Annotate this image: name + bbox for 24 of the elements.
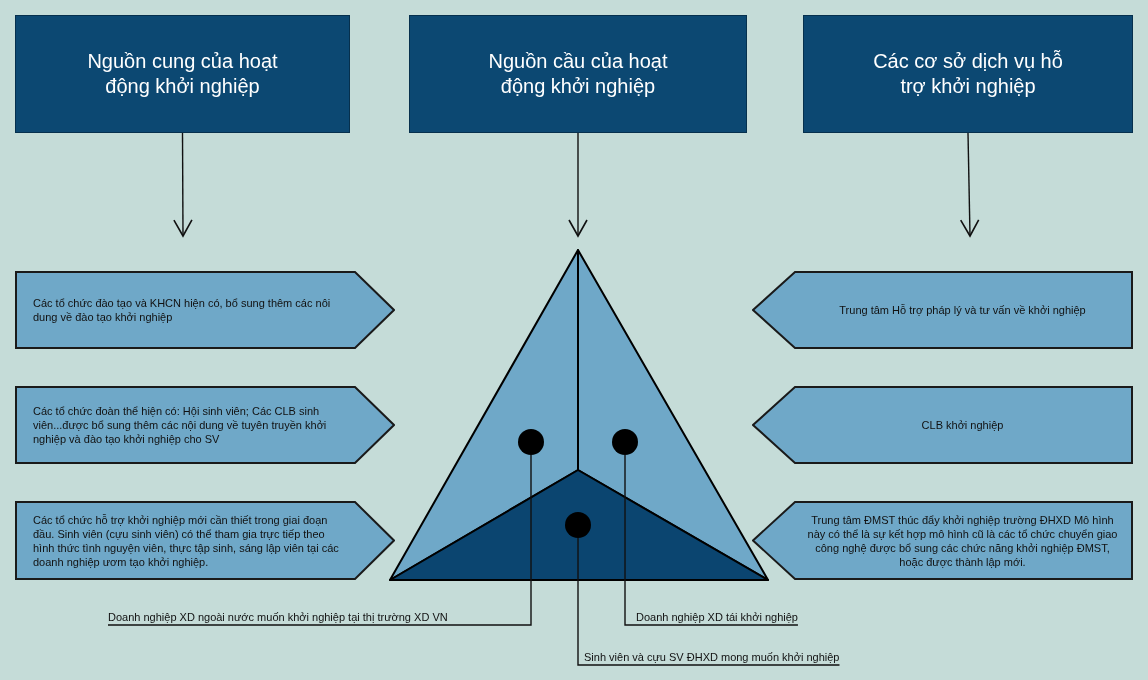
- leader-line: [624, 454, 799, 626]
- leader-label: Doanh nghiệp XD tái khởi nghiệp: [636, 610, 798, 625]
- leader-line: [107, 454, 532, 626]
- leader-label: Doanh nghiệp XD ngoài nước muốn khởi nghiệp tại thị trường XD VN: [108, 610, 448, 625]
- header-box: Nguồn cung của hoạt động khởi nghiệp: [15, 15, 350, 133]
- pointer-box: [752, 501, 1133, 580]
- header-box: Các cơ sở dịch vụ hỗ trợ khởi nghiệp: [803, 15, 1133, 133]
- pointer-box: [752, 386, 1133, 464]
- box-text: Trung tâm Hỗ trợ pháp lý và tư vấn về khởi nghiệp: [838, 303, 1087, 317]
- header-box: Nguồn cầu của hoạt động khởi nghiệp: [409, 15, 747, 133]
- box-text: CLB khởi nghiệp: [920, 418, 1005, 432]
- box-text: Các tổ chức hỗ trợ khởi nghiệp mới cần thiết trong giai đoạn đầu. Sinh viên (cựu sinh viên) có thể tham gia trực tiếp theo hình thức tình nguyện viên, thực tập sinh, sáng lập viên tại các doanh nghiệp ươm tạo khởi nghiệp.: [33, 512, 340, 569]
- pointer-box: [15, 386, 395, 464]
- pointer-box: [15, 501, 395, 580]
- box-text: Các tổ chức đoàn thể hiện có: Hội sinh viên; Các CLB sinh viên...được bổ sung thêm các nội dung về tuyên truyền khởi nghiệp và đào tạo khởi nghiệp cho SV: [33, 404, 328, 446]
- arrow: [568, 132, 588, 237]
- pointer-box: [752, 271, 1133, 349]
- box-text: Các tổ chức đào tạo và KHCN hiện có, bổ sung thêm các nôi dung về đào tạo khởi nghiệp: [33, 296, 332, 324]
- arrow: [959, 132, 980, 237]
- box-text: Trung tâm ĐMST thúc đẩy khởi nghiệp trường ĐHXD Mô hình này có thể là sự kết hợp mô hình cũ là các tổ chức chuyển giao công nghệ được bổ sung các chức năng khởi nghiệp ĐMST, hoặc được thành lập mới.: [806, 512, 1119, 569]
- pointer-box: [15, 271, 395, 349]
- arrow: [173, 132, 193, 237]
- leader-line: [577, 537, 841, 666]
- leader-label: Sinh viên và cựu SV ĐHXD mong muốn khởi nghiệp: [584, 650, 840, 665]
